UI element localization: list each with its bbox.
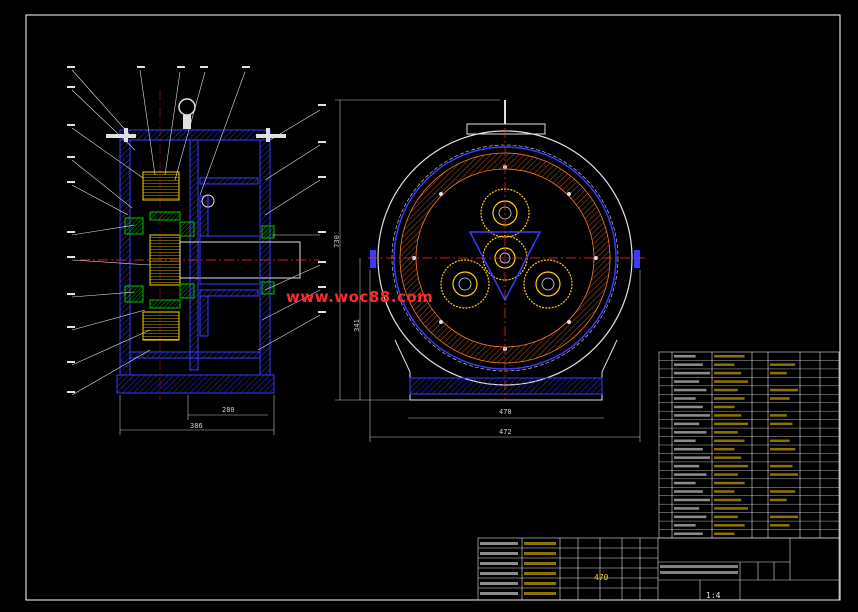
parts-row-mark xyxy=(714,414,742,417)
parts-row-mark xyxy=(770,371,787,375)
title-row-mark xyxy=(480,552,518,555)
parts-row-mark xyxy=(770,515,798,519)
parts-row-mark xyxy=(674,354,696,358)
dim-front-height-center: 341 xyxy=(352,319,361,332)
parts-row-mark xyxy=(674,507,700,510)
parts-row-mark xyxy=(770,422,793,426)
parts-row-mark xyxy=(674,464,700,468)
title-row-mark xyxy=(480,542,518,545)
parts-row-mark xyxy=(714,481,745,485)
parts-row-mark xyxy=(714,507,748,510)
dim-side-inner: 280 xyxy=(222,406,235,414)
parts-row-mark xyxy=(674,439,696,443)
parts-row-mark xyxy=(714,473,738,476)
title-block-fill xyxy=(480,542,738,595)
parts-list-rows xyxy=(659,354,839,536)
parts-row-mark xyxy=(714,388,738,392)
parts-row-mark xyxy=(674,515,707,519)
title-row-mark xyxy=(524,582,556,585)
parts-row-mark xyxy=(770,464,793,468)
watermark: www.woc88.com xyxy=(286,288,434,306)
title-row-mark xyxy=(480,592,518,595)
title-row-mark xyxy=(524,562,556,565)
parts-row-mark xyxy=(714,464,748,468)
dim-front-base: 470 xyxy=(499,408,512,416)
parts-row-mark xyxy=(674,380,700,383)
title-row-mark xyxy=(660,571,738,574)
parts-row-mark xyxy=(674,524,696,527)
gear-icon xyxy=(142,171,181,341)
parts-row-mark xyxy=(674,447,703,451)
parts-row-mark xyxy=(714,371,742,375)
lifting-eye-icon xyxy=(178,98,196,129)
title-row-mark xyxy=(524,572,556,575)
parts-row-mark xyxy=(770,473,798,476)
parts-row-mark xyxy=(674,481,696,485)
parts-row-mark xyxy=(674,397,696,400)
parts-row-mark xyxy=(714,354,745,358)
parts-row-mark xyxy=(770,447,796,451)
parts-row-mark xyxy=(714,498,742,502)
title-block-note: 470 xyxy=(594,573,609,582)
side-section-view xyxy=(67,66,326,435)
parts-row-mark xyxy=(770,397,790,400)
parts-row-mark xyxy=(714,405,735,409)
title-row-mark xyxy=(660,565,738,568)
title-block-scale: 1:4 xyxy=(706,591,721,600)
parts-row-mark xyxy=(714,363,735,366)
front-view xyxy=(335,99,645,442)
parts-row-mark xyxy=(714,380,748,383)
parts-row-mark xyxy=(770,498,787,502)
dim-front-height-total: 730 xyxy=(332,235,341,248)
parts-row-mark xyxy=(674,371,710,375)
parts-row-mark xyxy=(674,422,700,426)
title-block xyxy=(477,537,840,601)
parts-row-mark xyxy=(674,414,710,417)
parts-row-mark xyxy=(714,490,735,493)
parts-row-mark xyxy=(714,447,735,451)
parts-row-mark xyxy=(674,532,703,536)
parts-row-mark xyxy=(714,422,748,426)
bearing-icon xyxy=(124,211,275,309)
parts-row-mark xyxy=(770,414,787,417)
drawing-frame xyxy=(25,14,841,601)
parts-row-mark xyxy=(714,397,745,400)
parts-row-mark xyxy=(714,456,742,459)
parts-row-mark xyxy=(674,431,707,434)
parts-row-mark xyxy=(674,405,703,409)
title-row-mark xyxy=(480,582,518,585)
parts-row-mark xyxy=(674,456,710,459)
bolt-icon xyxy=(106,128,286,142)
parts-row-mark xyxy=(770,388,798,392)
parts-row-mark xyxy=(674,473,707,476)
parts-row-mark xyxy=(674,363,703,366)
title-row-mark xyxy=(480,572,518,575)
parts-row-mark xyxy=(714,515,738,519)
parts-row-mark xyxy=(714,524,745,527)
title-row-mark xyxy=(524,542,556,545)
parts-row-mark xyxy=(770,439,790,443)
parts-row-mark xyxy=(714,439,745,443)
dim-side-outer: 386 xyxy=(190,422,203,430)
parts-row-mark xyxy=(714,532,735,536)
parts-row-mark xyxy=(674,388,707,392)
parts-row-mark xyxy=(770,363,796,366)
dim-front-overall: 472 xyxy=(499,428,512,436)
parts-row-mark xyxy=(770,524,790,527)
parts-row-mark xyxy=(714,431,738,434)
parts-row-mark xyxy=(770,490,796,493)
title-row-mark xyxy=(524,592,556,595)
parts-row-mark xyxy=(674,498,710,502)
title-row-mark xyxy=(480,562,518,565)
title-row-mark xyxy=(524,552,556,555)
parts-row-mark xyxy=(674,490,703,493)
